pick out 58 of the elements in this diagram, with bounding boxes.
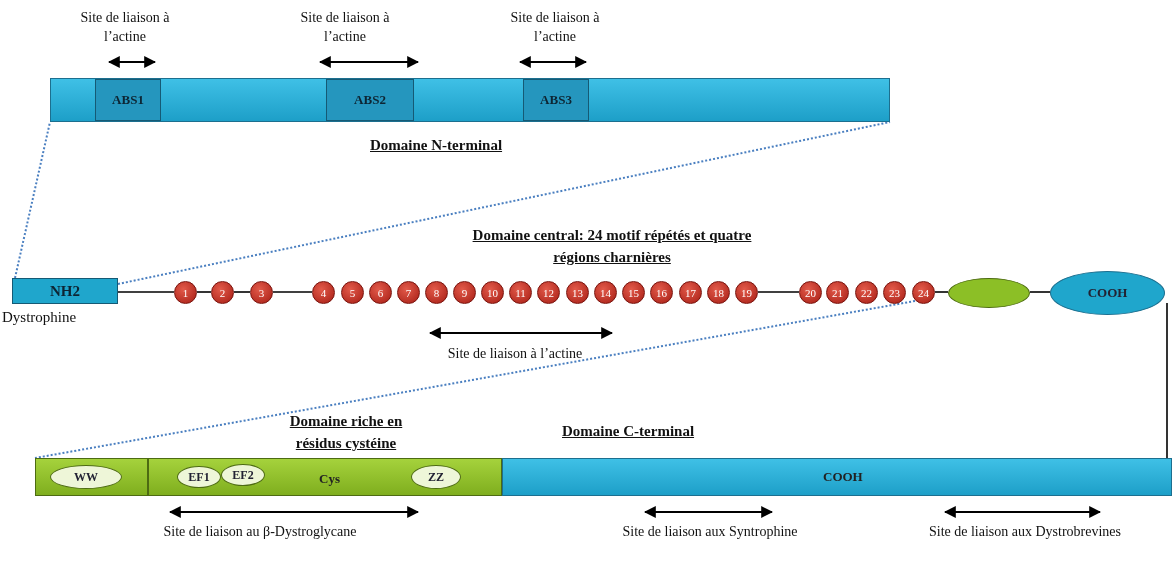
repeat-circle: 15: [622, 281, 645, 304]
domain-bar: [35, 458, 148, 496]
domain-heading: Domaine riche en résidus cystéine: [288, 412, 404, 453]
repeat-circle: 22: [855, 281, 878, 304]
terminal-box: NH2: [12, 278, 118, 304]
connector-line: [757, 291, 800, 293]
repeat-circle: 16: [650, 281, 673, 304]
repeat-circle: 21: [826, 281, 849, 304]
domain-label: Cys: [319, 471, 340, 487]
dotted-zoom-line: [117, 121, 891, 285]
repeat-circle: 19: [735, 281, 758, 304]
binding-site-label: Site de liaison à l’actine: [299, 9, 391, 46]
dotted-zoom-line: [14, 121, 51, 279]
binding-site-label: Site de liaison à l’actine: [509, 9, 601, 46]
repeat-circle: 23: [883, 281, 906, 304]
binding-site-box: ABS3: [523, 79, 589, 121]
repeat-circle: 20: [799, 281, 822, 304]
domain-heading: Domaine N-terminal: [370, 136, 503, 155]
connector-line: [1166, 302, 1168, 459]
domain-label: COOH: [823, 469, 863, 485]
repeat-circle: 10: [481, 281, 504, 304]
repeat-circle: 18: [707, 281, 730, 304]
node-label: Dystrophine: [2, 308, 77, 327]
binding-site-box: ABS1: [95, 79, 161, 121]
connector-line: [1029, 291, 1051, 293]
repeat-circle: 11: [509, 281, 532, 304]
binding-site-label: Site de liaison à l’actine: [79, 9, 171, 46]
repeat-circle: 12: [537, 281, 560, 304]
motif-ellipse: EF2: [221, 464, 265, 486]
binding-site-label: Site de liaison aux Syntrophine: [621, 523, 799, 541]
connector-line: [196, 291, 212, 293]
repeat-circle: 6: [369, 281, 392, 304]
repeat-circle: 7: [397, 281, 420, 304]
dotted-zoom-line: [34, 300, 916, 459]
repeat-circle: 3: [250, 281, 273, 304]
motif-ellipse: ZZ: [411, 465, 461, 489]
repeat-circle: 2: [211, 281, 234, 304]
repeat-circle: 8: [425, 281, 448, 304]
motif-ellipse: EF1: [177, 466, 221, 488]
repeat-circle: 24: [912, 281, 935, 304]
repeat-circle: 1: [174, 281, 197, 304]
repeat-circle: 17: [679, 281, 702, 304]
repeat-circle: 5: [341, 281, 364, 304]
repeat-circle: 4: [312, 281, 335, 304]
connector-line: [272, 291, 313, 293]
connector-line: [934, 291, 949, 293]
connector-line: [233, 291, 251, 293]
repeat-circle: 14: [594, 281, 617, 304]
binding-site-label: Site de liaison au β-Dystroglycane: [162, 523, 358, 541]
binding-site-label: Site de liaison à l’actine: [446, 345, 584, 363]
binding-site-label: Site de liaison aux Dystrobrevines: [927, 523, 1123, 541]
terminal-ellipse: COOH: [1050, 271, 1165, 315]
repeat-circle: 13: [566, 281, 589, 304]
binding-site-box: ABS2: [326, 79, 414, 121]
connector-line: [117, 291, 175, 293]
motif-ellipse: WW: [50, 465, 122, 489]
domain-heading: Domaine C-terminal: [562, 422, 695, 441]
repeat-circle: 9: [453, 281, 476, 304]
